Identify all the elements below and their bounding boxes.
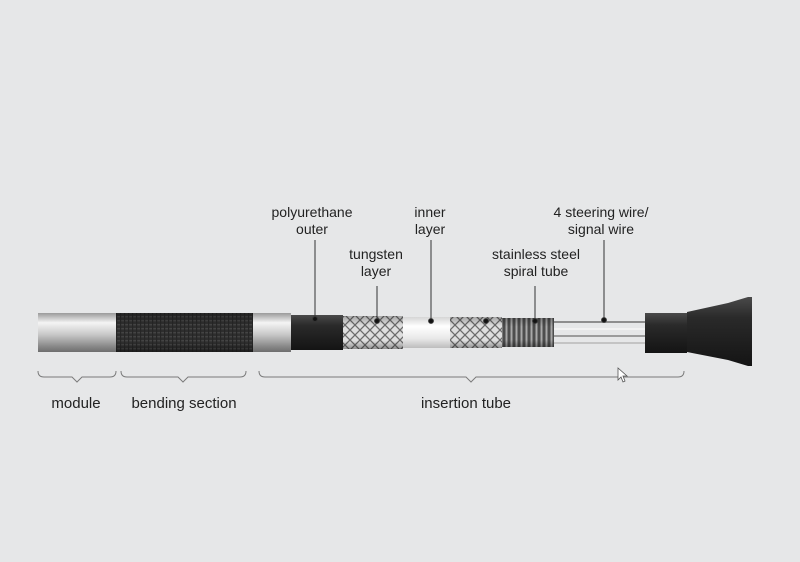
callout-leaders <box>312 240 607 324</box>
module-tip <box>38 313 116 352</box>
label-polyurethane-outer: polyurethane outer <box>271 204 353 237</box>
bracket-bending-section <box>120 370 247 383</box>
inner-layer <box>403 317 450 348</box>
connector-collar <box>645 313 687 353</box>
steering-signal-wires <box>554 321 645 344</box>
bracket-module <box>37 370 117 383</box>
bracket-insertion-tube <box>258 370 685 383</box>
section-label-insertion-tube: insertion tube <box>420 395 512 412</box>
section-label-module: module <box>51 395 101 412</box>
section-label-bending-section: bending section <box>131 395 237 412</box>
label-steering-signal-wire: 4 steering wire/ signal wire <box>553 204 649 237</box>
label-inner-layer: inner layer <box>414 204 446 237</box>
label-tungsten-layer: tungsten layer <box>349 246 403 279</box>
strain-relief-cone <box>687 297 752 366</box>
mouse-cursor-icon <box>617 367 629 383</box>
section-brackets <box>37 370 685 383</box>
joint-ring <box>253 313 291 352</box>
label-stainless-steel-spiral-tube: stainless steel spiral tube <box>492 246 580 279</box>
